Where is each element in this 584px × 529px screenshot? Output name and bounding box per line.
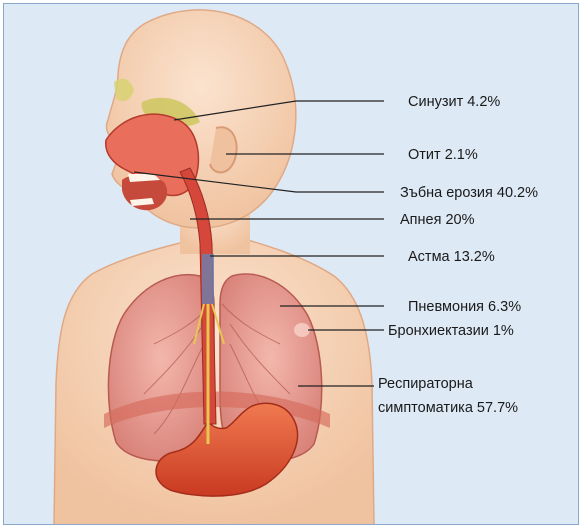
label-otitis: Отит 2.1% — [408, 146, 478, 164]
label-dental-erosion: Зъбна ерозия 40.2% — [400, 184, 538, 202]
label-respiratory-line1: Респираторна — [378, 375, 473, 393]
label-pneumonia: Пневмония 6.3% — [408, 298, 521, 316]
figure-frame: Синузит 4.2% Отит 2.1% Зъбна ерозия 40.2… — [3, 3, 579, 525]
label-sinusitis: Синузит 4.2% — [408, 93, 500, 111]
label-bronchiectasis: Бронхиектазии 1% — [388, 322, 514, 340]
label-apnea: Апнея 20% — [400, 211, 475, 229]
label-respiratory-line2: симптоматика 57.7% — [378, 399, 518, 417]
label-asthma: Астма 13.2% — [408, 248, 495, 266]
